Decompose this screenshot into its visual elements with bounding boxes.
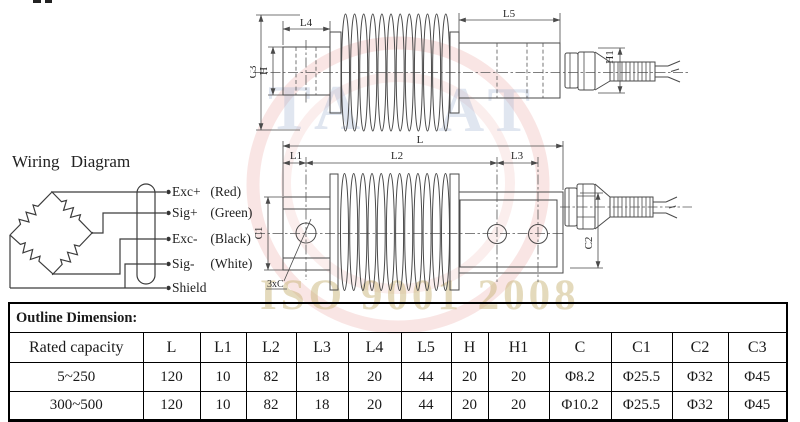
data-cell: 20 [487,391,550,421]
dim-label-l: L [417,134,424,146]
header-cell: L4 [347,332,402,363]
dim-label-l1: L1 [290,150,302,162]
table-title-row: Outline Dimension: [8,302,788,333]
header-cell: L1 [199,332,247,363]
side-view-dimensions: L L1 L2 L3 C1 C2 3xC [253,134,603,290]
data-cell: 20 [347,391,402,421]
terminal-label-exc-plus: Exc+ (Red) [172,184,241,200]
terminal-signal: Sig+ [172,205,198,220]
bellows-top-view [341,13,451,132]
dim-label-c2: C2 [583,237,595,250]
data-cell: 120 [142,362,201,392]
data-cell: 18 [295,362,349,392]
cable-jacket [136,183,156,285]
terminal-signal: Shield [172,280,207,295]
data-cell: Φ25.5 [610,362,673,392]
table-row: 5~250 120 10 82 18 20 44 20 20 Φ8.2 Φ25.… [8,362,788,392]
data-cell: Φ45 [727,391,788,421]
wiring-diagram-drawing [9,183,171,291]
header-cell: L2 [245,332,297,363]
terminal-signal: Exc- [172,231,198,246]
terminal-label-shield: Shield [172,280,207,296]
data-cell: Φ32 [671,391,729,421]
brand-watermark-right: AT [438,74,539,145]
dim-label-c1: C1 [253,227,265,240]
terminal-color: (Black) [210,231,251,246]
data-cell: 10 [199,362,247,392]
outline-dimension-table: Outline Dimension: Rated capacity L L1 L… [8,302,788,422]
dim-label-c3: C3 [250,65,259,78]
header-cell: C [548,332,612,363]
bellows-side-view [340,173,450,291]
data-cell: Φ32 [671,362,729,392]
data-cell: 82 [245,362,297,392]
terminal-signal: Exc+ [172,184,201,199]
data-cell: 20 [487,362,550,392]
terminal-label-sig-minus: Sig- (White) [172,256,252,272]
data-cell: 300~500 [8,391,144,421]
data-cell: Φ45 [727,362,788,392]
data-cell: 20 [450,362,489,392]
data-cell: 44 [400,362,452,392]
header-cell: C1 [610,332,673,363]
top-view-drawing: C3 H L4 L5 H1 [250,8,688,132]
header-cell: C2 [671,332,729,363]
wiring-diagram-title: Wiring Diagram [12,152,131,171]
terminal-dots [166,189,171,291]
cutoff-text-fragment [33,0,59,4]
table-row: 300~500 120 10 82 18 20 44 20 20 Φ10.2 Φ… [8,391,788,421]
data-cell: Φ8.2 [548,362,612,392]
loadcell-drawings: C3 H L4 L5 H1 [250,8,692,291]
terminal-color: (Red) [210,184,242,199]
header-cell: H1 [487,332,550,363]
dim-label-l5: L5 [503,8,516,20]
data-cell: 18 [295,391,349,421]
dim-label-l4: L4 [300,17,313,29]
data-cell: Φ25.5 [610,391,673,421]
data-cell: 10 [199,391,247,421]
bridge-wires [9,191,166,289]
header-cell: C3 [727,332,788,363]
cable-gland-side-view [564,183,678,230]
data-cell: 20 [347,362,402,392]
dim-label-h1: H1 [604,50,616,63]
cable-gland-top-view [564,51,681,91]
terminal-signal: Sig- [172,256,195,271]
header-cell: L3 [295,332,349,363]
dim-label-l2: L2 [391,150,403,162]
header-cell: L [142,332,201,363]
data-cell: 20 [450,391,489,421]
table-header-row: Rated capacity L L1 L2 L3 L4 L5 H H1 C C… [8,332,788,363]
top-view-dimensions: C3 H L4 L5 H1 [250,8,625,131]
data-cell: Φ10.2 [548,391,612,421]
terminal-label-exc-minus: Exc- (Black) [172,231,251,247]
terminal-label-sig-plus: Sig+ (Green) [172,205,252,221]
wheatstone-bridge [9,190,94,276]
header-cell: Rated capacity [8,332,144,363]
terminal-color: (Green) [210,205,253,220]
terminal-color: (White) [210,256,253,271]
hole-count-note: 3xC [267,279,284,290]
dim-label-l3: L3 [511,150,524,162]
data-cell: 82 [245,391,297,421]
header-cell: L5 [400,332,452,363]
dim-label-h: H [258,67,270,75]
header-cell: H [450,332,489,363]
data-cell: 5~250 [8,362,144,392]
table-section-title: Outline Dimension: [8,302,788,333]
side-view-drawing: L L1 L2 L3 C1 C2 3xC [253,134,692,291]
data-cell: 120 [142,391,201,421]
data-cell: 44 [400,391,452,421]
